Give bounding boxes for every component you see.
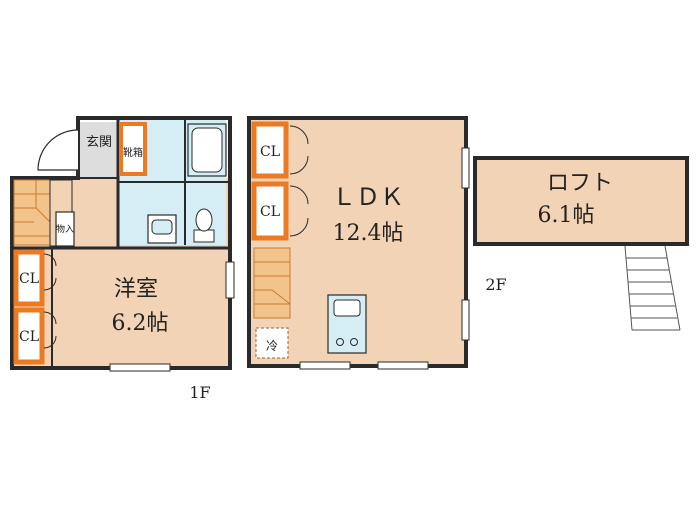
closet-label: CL: [260, 144, 280, 160]
loft-name: ロフト: [547, 171, 613, 196]
staircase-2f: [253, 247, 291, 319]
loft-ladder: [624, 245, 681, 331]
entry-door: [37, 129, 79, 171]
western-room-size: 6.2帖: [112, 311, 169, 336]
wall-2f: [247, 116, 468, 368]
storage-label: 物入: [56, 223, 74, 235]
loft-size: 6.1帖: [538, 203, 595, 228]
ldk-size: 12.4帖: [333, 221, 404, 246]
fridge-label: 冷: [266, 339, 278, 353]
closet-label: CL: [260, 204, 280, 220]
window: [299, 361, 351, 370]
entrance-label: 玄関: [86, 135, 112, 150]
closet-label: CL: [19, 329, 39, 345]
closet-2f-bottom: [251, 181, 289, 241]
western-room-name: 洋室: [114, 277, 158, 302]
floor-label-1f: 1F: [189, 383, 210, 402]
closet-1f-bottom: [13, 307, 45, 365]
floor-1f: 玄関 靴箱 物入 CL CL 洋室 6.2帖 1F: [10, 116, 235, 402]
fridge-space: [255, 327, 289, 359]
window: [461, 299, 470, 341]
floor-label-2f: 2F: [485, 275, 506, 294]
loft: ロフト 6.1帖: [473, 156, 689, 331]
stove-burner-icon: [336, 338, 344, 346]
closet-2f-top: [251, 121, 289, 179]
closet-label: CL: [19, 271, 39, 287]
floor-2f: CL CL ＬＤＫ 12.4帖 冷 2F: [247, 116, 507, 370]
stove-burner-icon: [350, 338, 358, 346]
ldk-name: ＬＤＫ: [332, 183, 404, 211]
loft-room: [473, 156, 689, 246]
window: [377, 361, 429, 370]
window: [109, 363, 171, 372]
toilet-icon: [193, 229, 215, 243]
entrance-floor: [80, 122, 118, 178]
shoe-box-label: 靴箱: [123, 146, 143, 159]
shoe-box: [119, 122, 147, 176]
window: [461, 147, 470, 189]
closet-1f-top: [13, 249, 45, 307]
storage-closet: [55, 211, 75, 247]
kitchen-sink-icon: [333, 299, 361, 317]
window: [225, 261, 235, 299]
